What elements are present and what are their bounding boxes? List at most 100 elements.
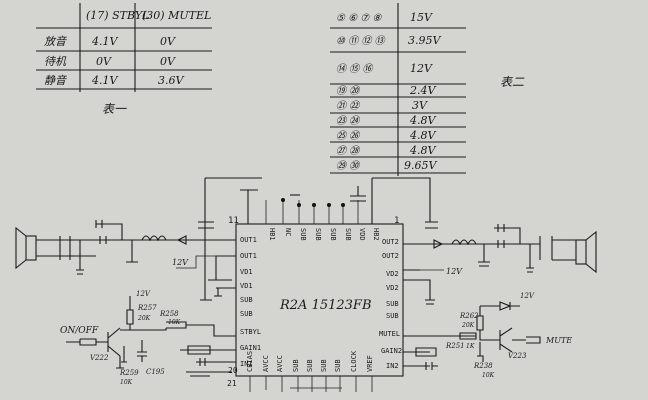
top-rails: [198, 177, 438, 240]
label-12v-mute: 12V: [520, 292, 535, 300]
ic-top-pin: SUB: [299, 228, 307, 241]
ic-left-pin: STBYL: [240, 328, 261, 336]
ic-bottom-pin: SUB: [306, 359, 314, 372]
table1-caption: 表一: [102, 102, 127, 116]
table2-pins: ⑤ ⑥ ⑦ ⑧: [336, 13, 382, 24]
ic-top-pin: HB2: [372, 228, 380, 241]
table2-value: 3.95V: [408, 34, 441, 47]
ic-right-pin: VD2: [386, 284, 399, 292]
ic-pin-number: 1: [394, 216, 399, 226]
ic-left-pin: OUT1: [240, 236, 257, 244]
table1-header-1: (17) STBYL: [86, 9, 149, 22]
ic-left-pin: SUB: [240, 296, 253, 304]
label-c195: C195: [146, 368, 165, 376]
table2-pins: ㉗ ㉘: [336, 145, 361, 157]
ic-left-pin: SUB: [240, 310, 253, 318]
ic-bottom-pin: CBIAS: [246, 351, 254, 372]
table-2: ⑤ ⑥ ⑦ ⑧ 15V ⑩ ⑪ ⑫ ⑬ 3.95V ⑭ ⑮ ⑯ 12V ⑲ ⑳ …: [330, 3, 525, 176]
table2-pins: ㉕ ㉖: [336, 130, 361, 142]
table2-pins: ⑩ ⑪ ⑫ ⑬: [336, 35, 387, 47]
label-r257-value: 20K: [137, 315, 151, 322]
ic-top-pin: SUB: [329, 228, 337, 241]
ic-top-pin: SUB: [344, 228, 352, 241]
label-r238-value: 10K: [482, 372, 495, 379]
ic-right-pin: OUT2: [382, 252, 399, 260]
ic-right-pin: SUB: [386, 300, 399, 308]
table1-row-label: 放音: [44, 35, 67, 48]
table1-cell: 0V: [160, 35, 176, 48]
table2-value: 4.8V: [409, 144, 436, 157]
ic-bottom-pin: VREF: [366, 355, 374, 372]
ic-name: R2A 15123FB: [279, 298, 372, 313]
table2-pins: ⑭ ⑮ ⑯: [336, 63, 374, 75]
ic-left-pin: OUT1: [240, 252, 257, 260]
table2-caption: 表二: [500, 75, 525, 89]
label-r259: R259: [119, 369, 139, 377]
table1-cell: 0V: [96, 55, 112, 68]
label-r251-value: 1K: [466, 343, 475, 350]
table1-row-label: 静音: [44, 74, 67, 87]
ic-right-pin: VD2: [386, 270, 399, 278]
label-12v-stby: 12V: [136, 290, 151, 298]
table2-pins: ㉓ ㉔: [336, 115, 361, 127]
ic-left-pin: IN1: [240, 360, 253, 368]
ic-top-pin: VDD: [358, 228, 366, 241]
table2-pins: ⑲ ⑳: [336, 85, 361, 97]
ic-pin-number: 20: [228, 366, 238, 375]
ic-bottom-pin: SUB: [334, 359, 342, 372]
label-on-off: ON/OFF: [60, 326, 99, 336]
table1-header-2: (30) MUTEL: [142, 9, 211, 22]
table2-value: 4.8V: [409, 114, 436, 127]
left-output-network: 12V: [15, 220, 236, 301]
label-r262: R262: [459, 312, 479, 320]
ic-top-pin: HB1: [268, 228, 276, 241]
label-r257: R257: [137, 304, 157, 312]
ic-left-pin: VD1: [240, 282, 253, 290]
ic-pin-number: 11: [228, 216, 239, 226]
table2-pins: ㉙ ㉚: [336, 160, 361, 172]
ic-bottom-pin: AVCC: [262, 355, 270, 372]
ic-right-pin: MUTEL: [379, 330, 400, 338]
ic-right-pin: OUT2: [382, 238, 399, 246]
label-r258: R258: [159, 310, 179, 318]
label-r262-value: 20K: [461, 322, 475, 329]
table2-value: 12V: [410, 62, 433, 75]
label-v222: V222: [90, 354, 109, 362]
label-r258-value: 10K: [168, 319, 181, 326]
ic-r2a15123fb: R2A 15123FB 11 1 20 21 OUT1 OUT1 VD1 VD1…: [227, 190, 404, 392]
table2-value: 9.65V: [404, 159, 437, 172]
label-r259-value: 10K: [120, 379, 133, 386]
table2-value: 4.8V: [409, 129, 436, 142]
table1-cell: 4.1V: [91, 35, 118, 48]
table2-pins: ㉑ ㉒: [336, 100, 361, 112]
ic-bottom-pin: SUB: [320, 359, 328, 372]
ic-top-pin: NC: [284, 228, 292, 236]
label-r251: R251: [445, 342, 465, 350]
label-r238: R238: [473, 362, 493, 370]
ic-bottom-pin: SUB: [292, 359, 300, 372]
table2-value: 3V: [412, 99, 428, 112]
left-standby-circuit: ON/OFF V222 12V R257 20K R258 10K R259 1…: [60, 290, 236, 386]
table-1: (17) STBYL (30) MUTEL 放音 4.1V 0V 待机 0V 0…: [36, 3, 212, 116]
ic-right-pin: GAIN2: [381, 347, 402, 355]
ic-top-pin: SUB: [314, 228, 322, 241]
right-mute-circuit: 12V R262 20K R251 1K R238 10K V223 MUTE: [403, 292, 572, 379]
ic-left-pin: GAIN1: [240, 344, 261, 352]
right-output-network: 12V: [403, 224, 597, 305]
table1-cell: 0V: [160, 55, 176, 68]
ic-right-pin: SUB: [386, 312, 399, 320]
label-mute: MUTE: [545, 336, 572, 345]
table2-value: 15V: [410, 11, 433, 24]
table1-row-label: 待机: [44, 55, 67, 68]
ic-left-pin: VD1: [240, 268, 253, 276]
label-12v-left: 12V: [172, 258, 189, 267]
table1-cell: 3.6V: [158, 74, 184, 87]
ic-bottom-pin: CLOCK: [350, 350, 358, 372]
label-12v-right: 12V: [446, 267, 463, 276]
table2-value: 2.4V: [409, 84, 436, 97]
label-v223: V223: [508, 352, 527, 360]
ic-right-pin: IN2: [386, 362, 399, 370]
table1-cell: 4.1V: [91, 74, 118, 87]
